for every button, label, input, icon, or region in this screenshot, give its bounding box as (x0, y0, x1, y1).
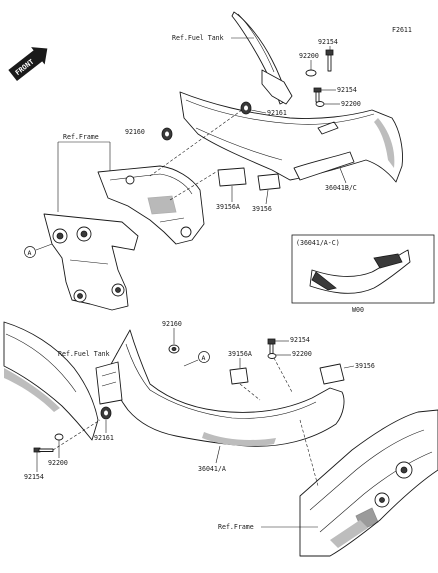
ref-fuel-tank-top: Ref.Fuel Tank (172, 34, 224, 42)
bolt-92154-right (313, 87, 322, 103)
label-92154-top: 92154 (318, 38, 338, 46)
label-92154-right: 92154 (337, 86, 357, 94)
diagram-code: F2611 (392, 26, 412, 34)
frame-bracket-lower (43, 213, 139, 311)
label-92200-bottom-right: 92200 (292, 350, 312, 358)
svg-text:A: A (28, 249, 32, 257)
callout-a-bottom: A (198, 351, 210, 363)
inset-caption: W00 (352, 306, 364, 314)
label-39156-bottom: 39156 (355, 362, 375, 370)
bolt-92154-top (325, 49, 334, 72)
ref-frame-bottom: Ref.Frame (218, 523, 254, 531)
label-92160-top: 92160 (125, 128, 145, 136)
washer-92200-right (315, 101, 325, 107)
pad-39156-top (257, 173, 281, 191)
label-92200-top: 92200 (299, 52, 319, 60)
callout-a-top: A (24, 246, 36, 258)
frame-reference-bottom (299, 409, 438, 557)
grommet-92161-bottom (100, 406, 112, 420)
grommet-92160-bottom (168, 344, 180, 354)
pad-39156a-top (217, 167, 247, 187)
ref-fuel-tank-bottom: Ref.Fuel Tank (58, 350, 110, 358)
label-92160-bottom: 92160 (162, 320, 182, 328)
label-39156-top: 39156 (252, 205, 272, 213)
washer-92200-bottom-right (267, 353, 277, 359)
bolt-92154-bottom-right (267, 338, 276, 355)
label-92200-right: 92200 (341, 100, 361, 108)
label-36041bc: 36041B/C (325, 184, 357, 192)
label-39156a-bottom: 39156A (228, 350, 252, 358)
inset-title: (36041/A-C) (296, 239, 340, 247)
frame-bracket-upper (97, 165, 205, 245)
label-92200-bottom-left: 92200 (48, 459, 68, 467)
grommet-92161-top (240, 101, 252, 115)
ref-frame-top: Ref.Frame (63, 133, 99, 141)
label-39156a-top: 39156A (216, 203, 240, 211)
bolt-92154-bottom-left (33, 447, 54, 453)
fuel-tank-reference-top (231, 11, 293, 105)
label-92161-top: 92161 (267, 109, 287, 117)
label-92154-bottom-right: 92154 (290, 336, 310, 344)
svg-text:A: A (202, 354, 206, 362)
pad-39156a-bottom (229, 367, 249, 385)
label-92154-bottom-left: 92154 (24, 473, 44, 481)
fuel-tank-reference-bottom (3, 321, 99, 441)
front-arrow-icon: FRONT (8, 47, 48, 82)
washer-92200-top (305, 69, 317, 77)
grommet-92160-top (161, 127, 173, 141)
side-cover-36041bc (179, 91, 403, 183)
label-92161-bottom: 92161 (94, 434, 114, 442)
label-36041a: 36041/A (198, 465, 226, 473)
pad-39156-bottom (319, 363, 345, 385)
side-cover-36041a (95, 329, 345, 447)
washer-92200-bottom-left (54, 433, 64, 441)
variant-inset: (36041/A-C) (291, 234, 435, 304)
